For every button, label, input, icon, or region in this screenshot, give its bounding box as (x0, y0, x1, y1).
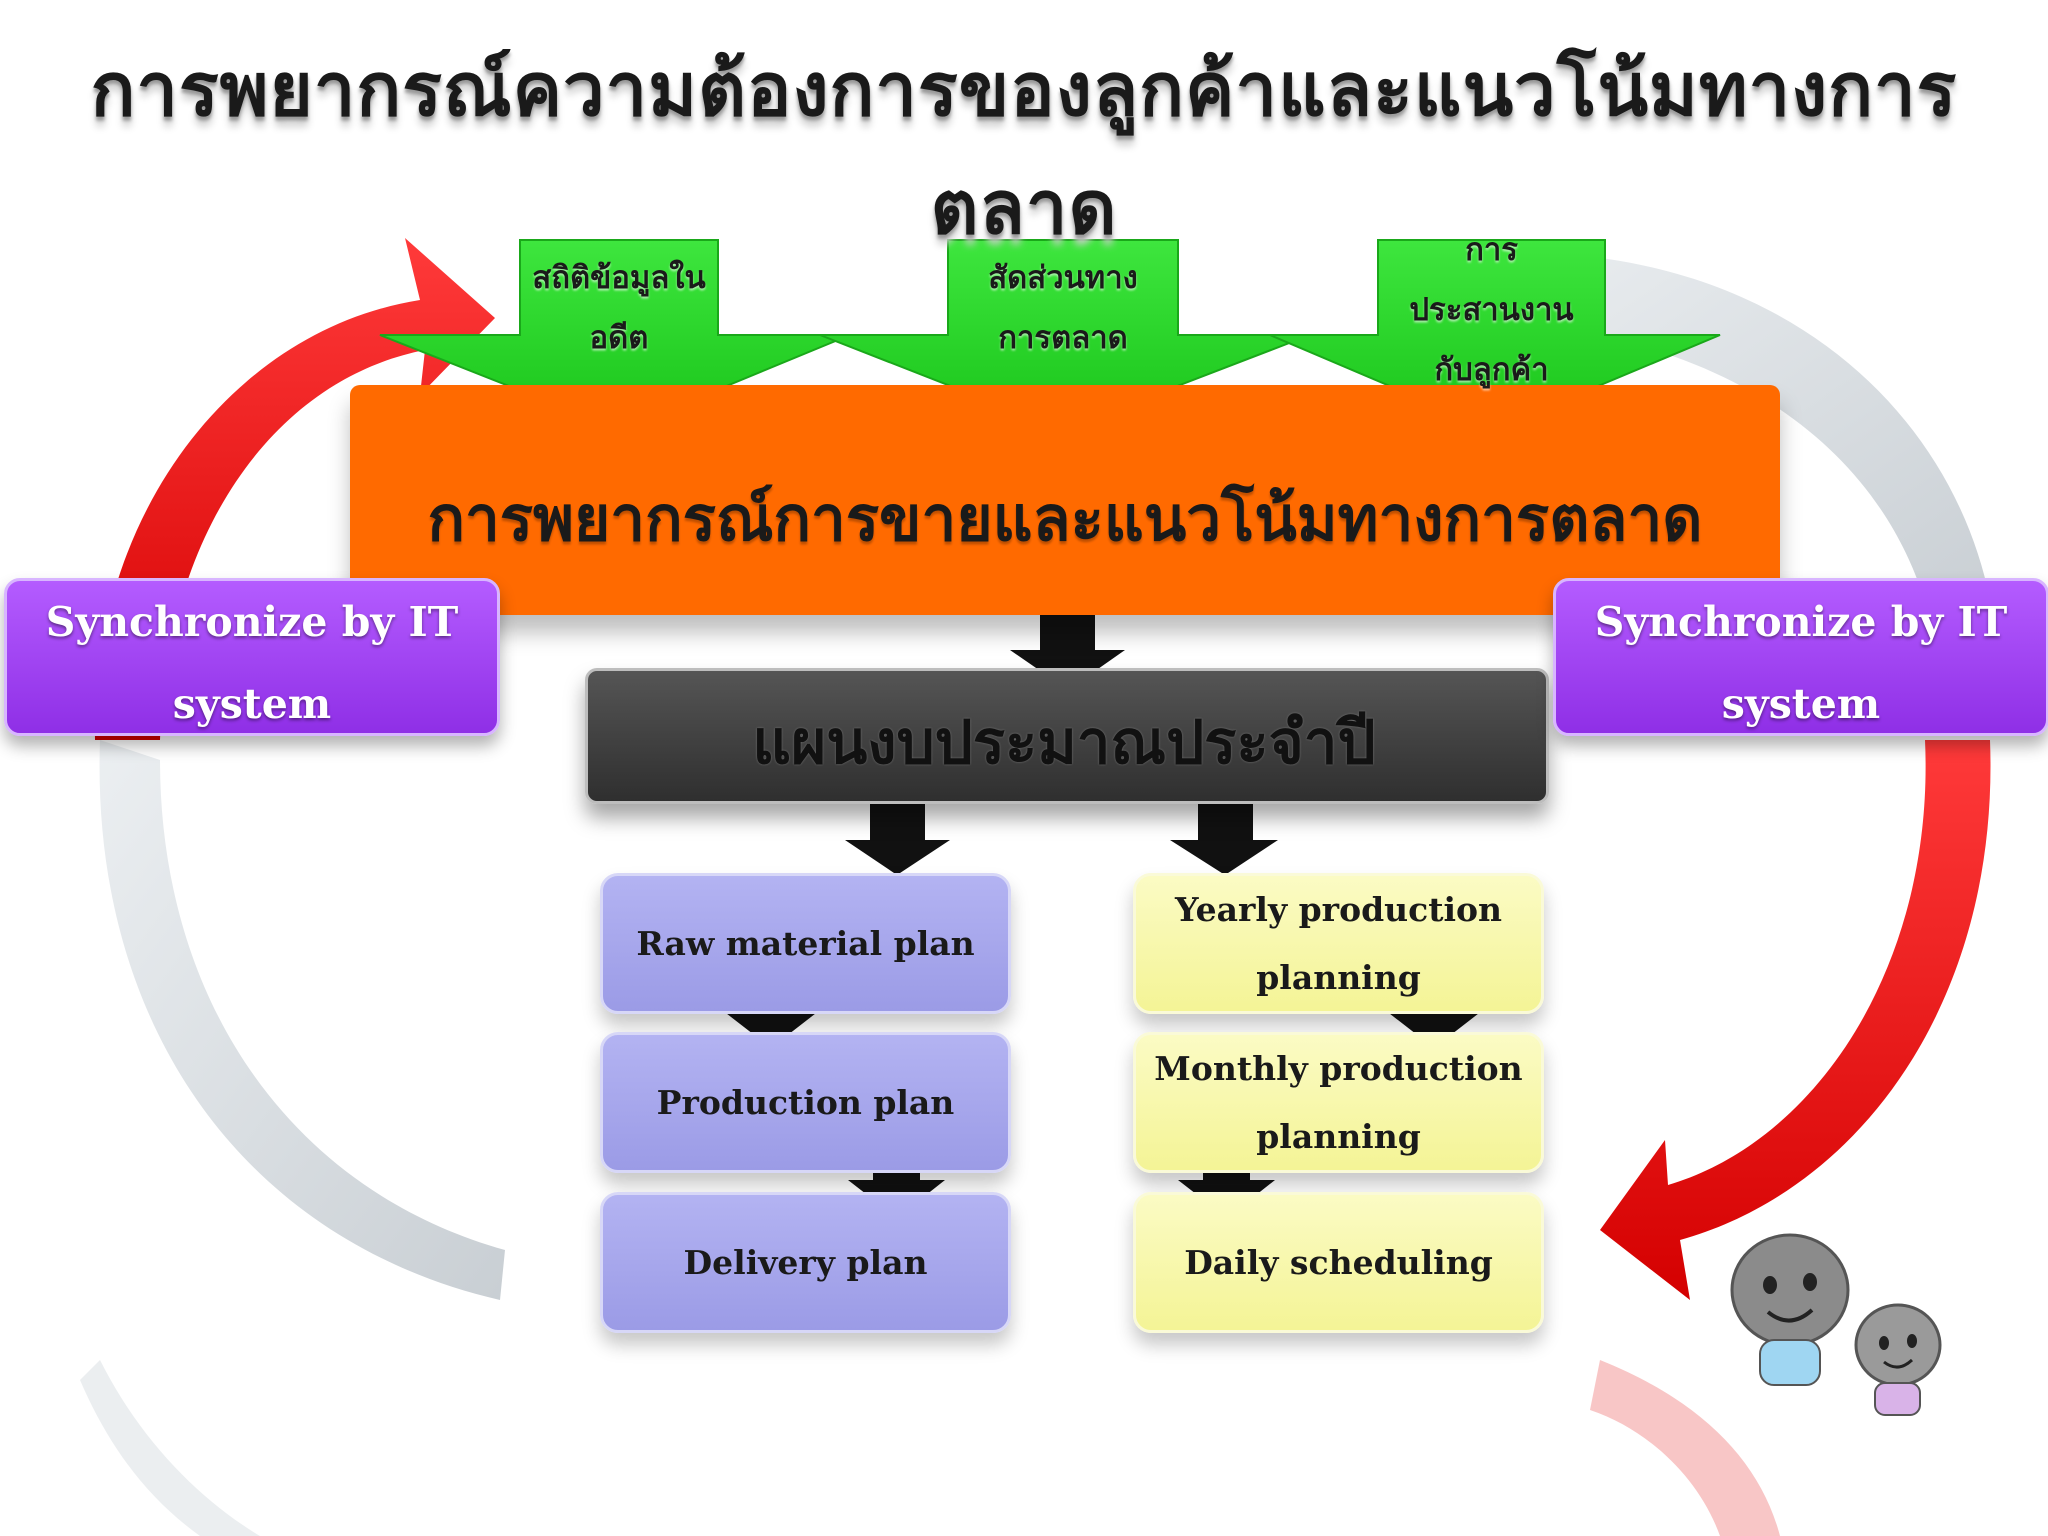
arrow-monthly-to-daily (1178, 1145, 1275, 1218)
annual-budget-box (585, 668, 1549, 804)
arrow-to-right-column (1170, 800, 1278, 875)
sync-left-line1: Synchronize by IT (45, 598, 459, 646)
green-arrow-1 (379, 239, 851, 432)
sync-box-right: Synchronize by IT system (1553, 578, 2048, 736)
page-title: การพยากรณ์ความต้องการของลูกค้าและแนวโน้ม… (90, 47, 1958, 251)
green-arrow-3 (1269, 239, 1721, 432)
raw-material-plan-box: Raw material plan (600, 873, 1011, 1014)
sync-left-line2: system (172, 680, 332, 728)
daily-scheduling-label: Daily scheduling (1184, 1242, 1493, 1282)
production-plan-label: Production plan (656, 1082, 955, 1122)
green-arrow-2 (819, 239, 1311, 432)
cartoon-characters (1730, 1233, 1942, 1416)
daily-scheduling-box: Daily scheduling (1133, 1192, 1544, 1333)
raw-material-plan-label: Raw material plan (636, 923, 975, 963)
input-market-line1: สัดส่วนทาง (988, 260, 1138, 296)
input-history-line1: สถิติข้อมูลใน (532, 260, 706, 296)
annual-budget-label: แผนงบประมาณประจำปี (752, 708, 1376, 778)
sync-right-line2: system (1721, 680, 1881, 728)
character-big-body (1759, 1339, 1821, 1386)
delivery-plan-label: Delivery plan (683, 1242, 928, 1282)
input-customer-line1: การ (1465, 232, 1518, 268)
input-customer-line3: กับลูกค้า (1434, 352, 1549, 388)
yearly-production-line2: planning (1256, 957, 1421, 997)
arrow-to-left-column (845, 800, 950, 875)
character-big-head (1730, 1233, 1850, 1347)
yearly-production-line1: Yearly production (1174, 889, 1503, 929)
character-small-body (1874, 1382, 1921, 1416)
grey-arc-reflection (80, 1360, 260, 1536)
forecast-box (350, 385, 1780, 615)
sync-box-left: Synchronize by IT system (4, 578, 500, 736)
red-arrow-lower-right (1600, 740, 1991, 1300)
red-arrow-reflection (1590, 1360, 1780, 1536)
green-arrows (379, 239, 1721, 432)
input-label-history: สถิติข้อมูลใน อดีต (520, 248, 718, 368)
yearly-production-box: Yearly production planning (1133, 873, 1544, 1014)
character-small-head (1854, 1303, 1942, 1387)
input-history-line2: อดีต (589, 320, 649, 356)
delivery-plan-box: Delivery plan (600, 1192, 1011, 1333)
sync-right-line1: Synchronize by IT (1594, 598, 2008, 646)
arrow-production-to-delivery (848, 1145, 945, 1218)
input-market-line2: การตลาด (998, 320, 1128, 356)
monthly-production-line2: planning (1256, 1116, 1421, 1156)
input-customer-line2: ประสานงาน (1409, 292, 1574, 328)
forecast-label: การพยากรณ์การขายและแนวโน้มทางการตลาด (427, 482, 1703, 555)
monthly-production-line1: Monthly production (1154, 1048, 1523, 1088)
input-label-customer-coordination: การ ประสานงาน กับลูกค้า (1378, 220, 1605, 400)
production-plan-box: Production plan (600, 1032, 1011, 1173)
input-label-market-share: สัดส่วนทาง การตลาด (948, 248, 1178, 368)
grey-arc-bottom-left (99, 740, 505, 1300)
monthly-production-box: Monthly production planning (1133, 1032, 1544, 1173)
